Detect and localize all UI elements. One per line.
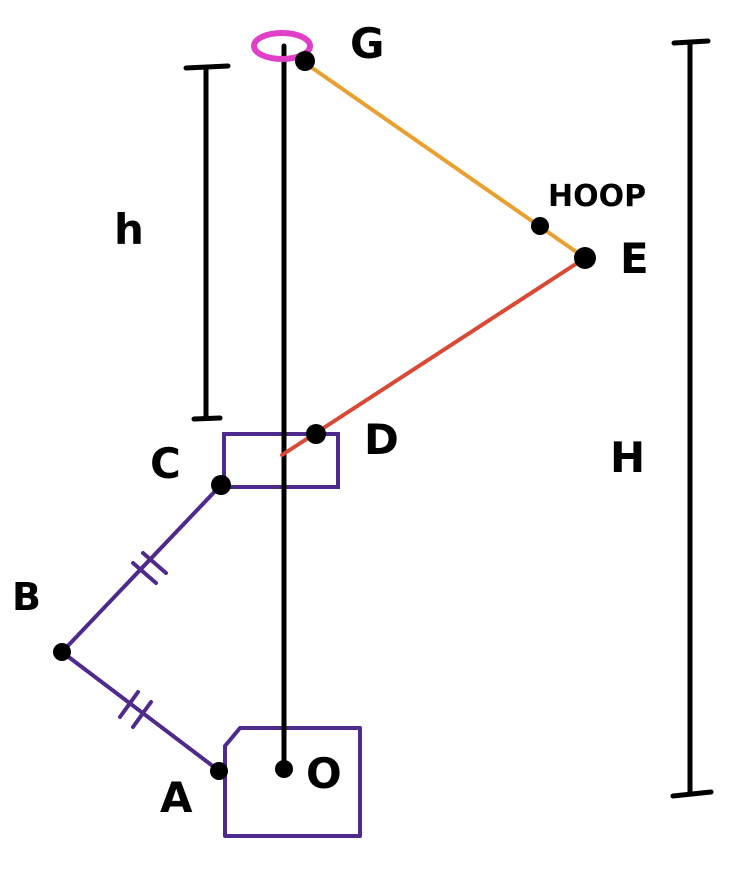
label-hoop: HOOP xyxy=(548,179,646,214)
slider-collar-box xyxy=(222,432,340,489)
dot-g xyxy=(295,51,315,71)
label-c: C xyxy=(150,439,181,488)
label-h: h xyxy=(114,205,144,254)
label-H: H xyxy=(610,433,645,482)
label-o: O xyxy=(306,749,342,798)
label-b: B xyxy=(12,575,41,619)
arm-d-e xyxy=(280,256,587,457)
dot-o xyxy=(275,760,293,778)
top-ring xyxy=(251,30,313,62)
label-g: G xyxy=(350,19,384,68)
label-e: E xyxy=(620,234,649,283)
label-a: A xyxy=(160,773,193,822)
linkage-ab-bc xyxy=(60,484,222,772)
dot-hoop xyxy=(531,217,549,235)
base-box xyxy=(223,726,362,838)
dot-a xyxy=(210,762,228,780)
dot-e xyxy=(574,247,596,269)
label-d: D xyxy=(364,415,399,464)
dot-d xyxy=(306,424,326,444)
dot-c xyxy=(211,475,231,495)
height-H-bar xyxy=(670,38,714,799)
dot-b xyxy=(53,643,71,661)
height-h-bar xyxy=(183,63,231,422)
